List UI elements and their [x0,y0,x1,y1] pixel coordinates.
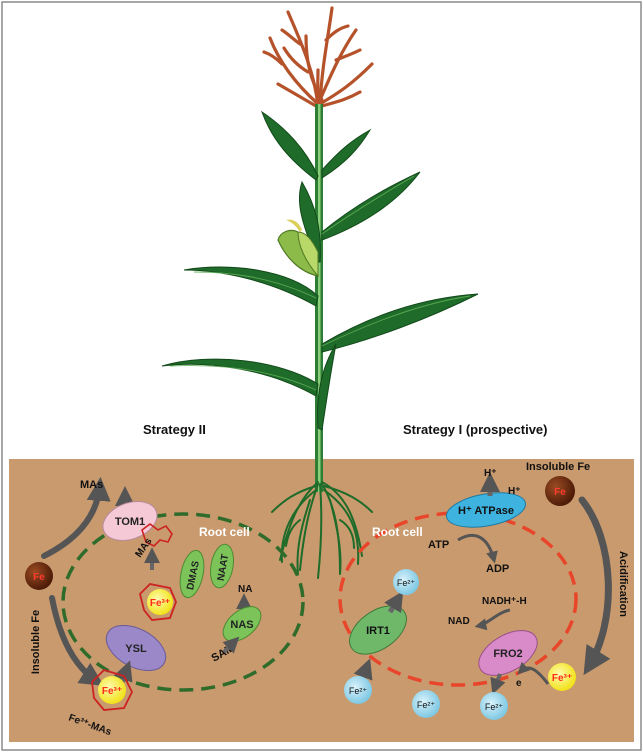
strategy-i-panel: Root cell H⁺ ATPase H⁺ H⁺ ATP ADP NADH⁺-… [338,461,629,720]
na-label: NA [238,584,252,595]
corn-ear-icon [277,219,319,278]
fe3-ball-icon [548,663,576,691]
tassel-icon [262,6,374,108]
insoluble-fe-i-label: Insoluble Fe [526,461,590,473]
nadh-label: NADH⁺-H [482,596,527,607]
atp-label: ATP [428,539,449,551]
h-atpase-pump [446,492,526,528]
h-atpase-label: H⁺ ATPase [458,505,514,517]
fe3-outside-label: Fe³⁺ [102,686,122,697]
fe-ball-icon [545,476,575,506]
fe2-ball-icon [480,692,508,720]
curved-arrow-icon [41,476,111,559]
stalk-highlight [318,104,321,492]
heading-strategy-i: Strategy I (prospective) [403,422,548,437]
insoluble-fe-ii-label: Insoluble Fe [30,610,42,674]
fe-ball-icon [25,562,53,590]
tom1-transporter [102,501,158,541]
fe3-ball-icon [98,676,126,704]
fe2-outside-label: Fe²⁺ [417,700,436,710]
fe2-ball-icon [412,690,440,718]
ysl-label: YSL [125,643,147,655]
leaves [161,110,479,431]
root-cell-ii-label: Root cell [199,525,250,539]
strategy-ii-panel: Root cell Fe Insoluble Fe MAs TOM1 MAs D… [25,476,305,738]
h-plus-label: H⁺ [508,486,521,497]
tom1-label: TOM1 [115,516,145,528]
fe3-ball-icon [147,589,173,615]
corn-plant-icon [161,6,479,579]
irt1-label: IRT1 [366,625,390,637]
naat-label: NAAT [216,553,232,582]
fe2-inside-label: Fe²⁺ [397,578,416,588]
fe3-inside-label: Fe³⁺ [150,598,170,609]
dmas-enzyme [179,549,205,599]
irt1-transporter [349,605,407,655]
mas-secreted-label: MAs [80,479,103,491]
fe2-ball-icon [393,569,419,595]
fro2-label: FRO2 [493,648,522,660]
root-cell-i-membrane [338,511,578,687]
fe-ball-label: Fe [33,572,45,583]
fe2-outside-label: Fe²⁺ [349,686,368,696]
h-plus-label: H⁺ [484,468,497,479]
ma-chelate-ring-icon [141,523,173,547]
fe2-outside-label: Fe²⁺ [485,702,504,712]
fe2-ball-icon [344,676,372,704]
nad-label: NAD [448,616,470,627]
naat-enzyme [210,543,234,589]
fe3-ma-complex-inside: Fe³⁺ [139,583,177,621]
root-cell-ii-membrane [61,512,305,692]
acidification-label: Acidification [617,551,629,617]
root-cell-i-label: Root cell [372,525,423,539]
fe3-ma-complex-outside: Fe³⁺ [91,668,134,711]
heading-strategy-ii: Strategy II [143,422,206,437]
roots-icon [271,481,373,579]
nas-label: NAS [230,619,253,631]
curved-arrow-icon [49,595,105,686]
curved-arrow-icon [578,496,612,676]
adp-label: ADP [486,563,509,575]
fe-ball-label: Fe [554,487,566,498]
fe3-label: Fe³⁺ [552,673,572,684]
electron-label: e [516,678,522,689]
